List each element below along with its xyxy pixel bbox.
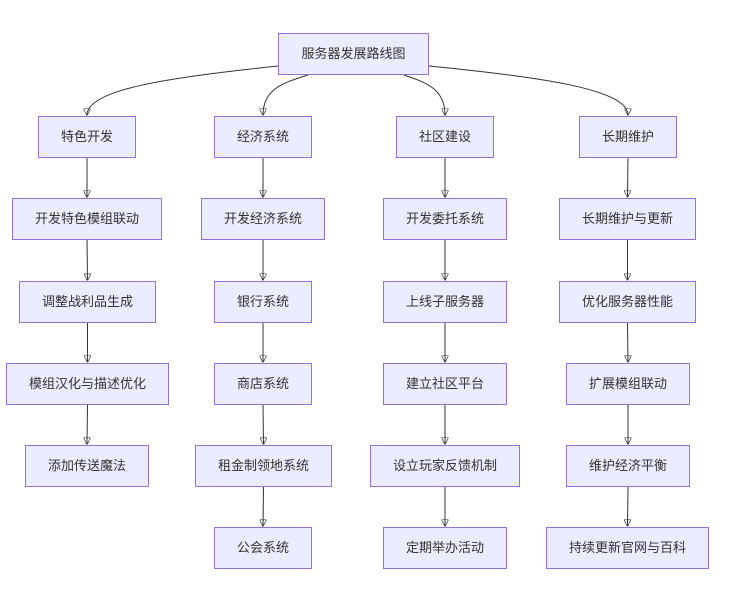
step-node-4-4-label: 维护经济平衡: [588, 458, 667, 474]
step-node-4-5: 持续更新官网与百科: [546, 527, 709, 569]
step-node-3-5-label: 定期举办活动: [405, 540, 484, 556]
step-node-4-5-label: 持续更新官网与百科: [568, 540, 686, 556]
branch-node-4-label: 长期维护: [601, 129, 654, 145]
step-node-2-5-label: 公会系统: [236, 540, 289, 556]
step-node-1-2: 调整战利品生成: [19, 281, 156, 323]
step-node-2-3: 商店系统: [214, 363, 312, 405]
branch-node-3: 社区建设: [396, 116, 494, 158]
edge-branch-1-step-2: [87, 239, 88, 280]
step-node-1-4: 添加传送魔法: [25, 445, 149, 487]
step-node-2-1-label: 开发经济系统: [223, 211, 302, 227]
step-node-2-3-label: 商店系统: [236, 376, 289, 392]
edge-root-to-branch-2: [263, 74, 309, 115]
step-node-4-2: 优化服务器性能: [559, 281, 696, 323]
step-node-3-3: 建立社区平台: [383, 363, 507, 405]
root-node-label: 服务器发展路线图: [301, 46, 406, 62]
step-node-4-2-label: 优化服务器性能: [581, 294, 673, 310]
root-node: 服务器发展路线图: [278, 33, 429, 75]
edge-branch-4-step-3: [628, 322, 629, 362]
edge-root-to-branch-3: [403, 74, 445, 115]
step-node-2-1: 开发经济系统: [201, 198, 325, 240]
step-node-2-2-label: 银行系统: [236, 294, 289, 310]
step-node-4-3: 扩展模组联动: [566, 363, 690, 405]
step-node-4-3-label: 扩展模组联动: [588, 376, 667, 392]
step-node-4-4: 维护经济平衡: [566, 445, 690, 487]
step-node-1-2-label: 调整战利品生成: [41, 294, 133, 310]
step-node-4-1: 长期维护与更新: [559, 198, 696, 240]
step-node-4-1-label: 长期维护与更新: [581, 211, 673, 227]
branch-node-2-label: 经济系统: [236, 129, 289, 145]
branch-node-1: 特色开发: [38, 116, 136, 158]
step-node-2-2: 银行系统: [214, 281, 312, 323]
step-node-3-1-label: 开发委托系统: [405, 211, 484, 227]
edge-branch-4-step-1: [628, 157, 629, 197]
branch-node-2: 经济系统: [214, 116, 312, 158]
step-node-1-3-label: 模组汉化与描述优化: [28, 376, 146, 392]
edge-branch-2-step-5: [263, 486, 264, 526]
edge-root-to-branch-4: [428, 65, 628, 115]
step-node-3-3-label: 建立社区平台: [405, 376, 484, 392]
step-node-2-4-label: 租金制领地系统: [217, 458, 309, 474]
step-node-2-5: 公会系统: [214, 527, 312, 569]
step-node-1-4-label: 添加传送魔法: [47, 458, 126, 474]
step-node-2-4: 租金制领地系统: [195, 445, 332, 487]
edge-branch-2-step-4: [263, 404, 264, 444]
step-node-1-1-label: 开发特色模组联动: [34, 211, 139, 227]
edge-branch-1-step-4: [87, 404, 88, 444]
step-node-1-3: 模组汉化与描述优化: [6, 363, 169, 405]
step-node-3-2: 上线子服务器: [383, 281, 507, 323]
step-node-1-1: 开发特色模组联动: [12, 198, 162, 240]
edge-branch-4-step-5: [628, 486, 629, 526]
step-node-3-1: 开发委托系统: [383, 198, 507, 240]
step-node-3-4: 设立玩家反馈机制: [370, 445, 520, 487]
step-node-3-4-label: 设立玩家反馈机制: [392, 458, 497, 474]
edge-root-to-branch-1: [87, 65, 279, 115]
branch-node-1-label: 特色开发: [60, 129, 113, 145]
step-node-3-5: 定期举办活动: [383, 527, 507, 569]
step-node-3-2-label: 上线子服务器: [405, 294, 484, 310]
branch-node-4: 长期维护: [579, 116, 677, 158]
branch-node-3-label: 社区建设: [418, 129, 471, 145]
